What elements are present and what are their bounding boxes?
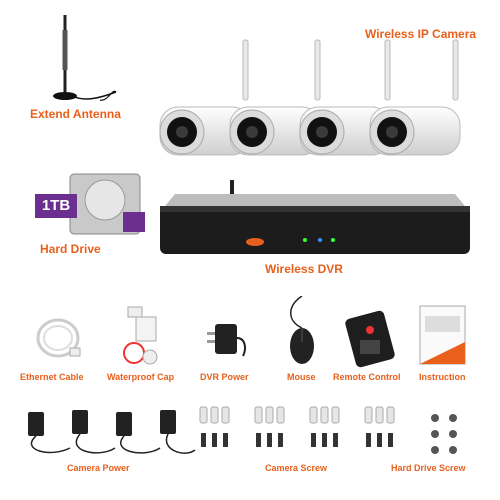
dvr-power-image <box>207 324 246 357</box>
wireless-dvr-image <box>160 180 470 254</box>
wireless-ip-cameras-image <box>159 39 461 156</box>
camera-power-label: Camera Power <box>67 463 130 473</box>
waterproof-cap-image <box>123 306 158 365</box>
capacity-badge: 1TB <box>35 194 77 218</box>
remote-control-image <box>345 310 395 368</box>
wireless-dvr-label: Wireless DVR <box>265 262 343 276</box>
camera-1 <box>159 39 251 156</box>
mouse-image <box>290 296 314 364</box>
hard-drive-graphic <box>69 173 145 235</box>
camera-power-image <box>28 410 196 454</box>
mouse-label: Mouse <box>287 372 316 382</box>
instruction-image <box>419 305 466 365</box>
hard-drive-screw-label: Hard Drive Screw <box>391 463 466 473</box>
hard-drive-label: Hard Drive <box>40 242 101 256</box>
camera-4 <box>369 39 461 156</box>
ethernet-cable-label: Ethernet Cable <box>20 372 84 382</box>
remote-control-label: Remote Control <box>333 372 401 382</box>
capacity-text: 1TB <box>41 197 71 214</box>
extend-antenna-label: Extend Antenna <box>30 107 121 121</box>
extend-antenna-image <box>53 15 117 101</box>
waterproof-cap-label: Waterproof Cap <box>107 372 175 382</box>
camera-screw-label: Camera Screw <box>265 463 328 473</box>
ethernet-cable-image <box>36 318 81 358</box>
hard-drive-screw-image <box>431 414 457 454</box>
instruction-label: Instruction <box>419 372 466 382</box>
camera-3 <box>299 39 391 156</box>
dvr-power-label: DVR Power <box>200 372 249 382</box>
camera-screw-image <box>199 406 395 447</box>
wireless-ip-camera-label: Wireless IP Camera <box>365 27 477 41</box>
hard-drive-image: 1TB <box>35 172 150 240</box>
